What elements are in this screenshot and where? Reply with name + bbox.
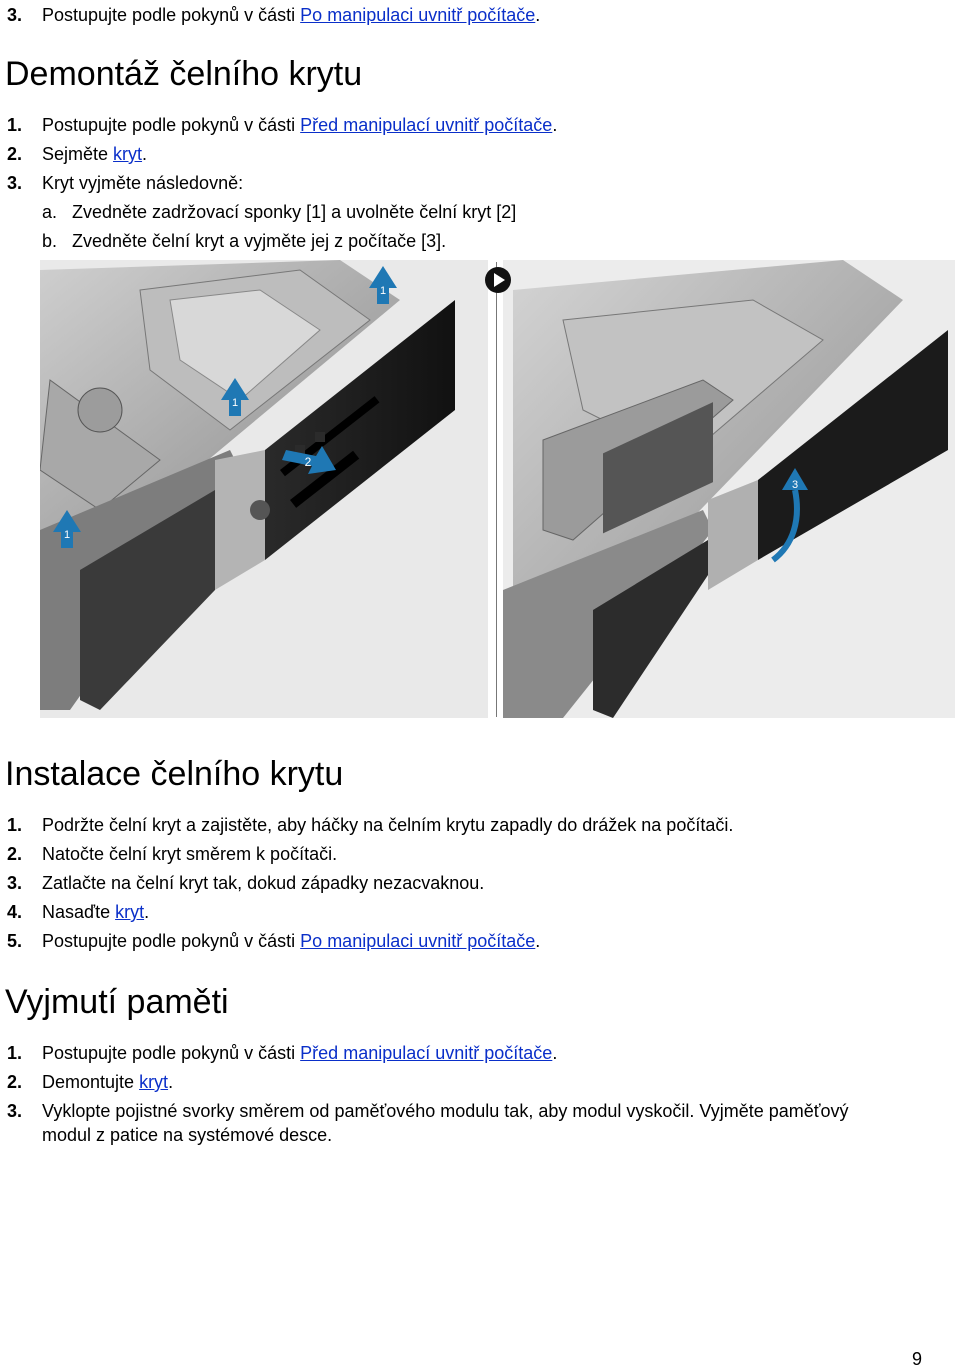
section3-step-1: 1. Postupujte podle pokynů v části Před m… bbox=[7, 1042, 557, 1064]
step-punct: . bbox=[535, 5, 541, 25]
step-number: 1. bbox=[7, 1043, 23, 1063]
callout-1-top: 1 bbox=[369, 266, 397, 304]
step-punct: . bbox=[144, 902, 150, 922]
section2-step-2: 2. Natočte čelní kryt směrem k počítači. bbox=[7, 843, 337, 865]
svg-text:1: 1 bbox=[64, 529, 70, 541]
figure-remove-bezel-right: 3 bbox=[503, 260, 955, 718]
step-number: 2. bbox=[7, 844, 23, 864]
top-step: 3. Postupujte podle pokynů v části Po man… bbox=[7, 4, 540, 26]
step-text: Natočte čelní kryt směrem k počítači. bbox=[42, 844, 338, 864]
step-text: Nasaďte bbox=[42, 902, 116, 922]
step-punct: . bbox=[142, 144, 148, 164]
section1-step-2: 2. Sejměte kryt. bbox=[7, 143, 147, 165]
substep-label: b. bbox=[42, 231, 58, 251]
callout-1-middle: 1 bbox=[221, 378, 249, 416]
bezel-badge-panel bbox=[215, 450, 265, 590]
section2-step-5: 5. Postupujte podle pokynů v části Po man… bbox=[7, 930, 540, 952]
front-bezel bbox=[758, 330, 948, 560]
step-text: Postupujte podle pokynů v části bbox=[42, 931, 301, 951]
svg-text:3: 3 bbox=[792, 479, 798, 491]
step-text: Postupujte podle pokynů v části bbox=[42, 1043, 301, 1063]
step-number: 2. bbox=[7, 144, 23, 164]
cover-link[interactable]: kryt bbox=[113, 144, 143, 164]
section-title-install-bezel: Instalace čelního krytu bbox=[5, 755, 344, 793]
step-punct: . bbox=[535, 931, 541, 951]
step-text: Podržte čelní kryt a zajistěte, aby háčk… bbox=[42, 815, 734, 835]
step-number: 4. bbox=[7, 902, 23, 922]
step-number: 2. bbox=[7, 1072, 23, 1092]
step-number: 3. bbox=[7, 873, 23, 893]
cover-link[interactable]: kryt bbox=[139, 1072, 169, 1092]
step-punct: . bbox=[168, 1072, 174, 1092]
grid-panel bbox=[603, 402, 713, 534]
svg-text:1: 1 bbox=[380, 285, 386, 297]
callout-2: 2 bbox=[282, 446, 336, 474]
svg-text:1: 1 bbox=[232, 397, 238, 409]
section1-step-3: 3. Kryt vyjměte následovně: bbox=[7, 172, 243, 194]
step-text: Zatlačte na čelní kryt tak, dokud západk… bbox=[42, 873, 485, 893]
bezel-badge-panel bbox=[708, 480, 758, 590]
before-handling-link[interactable]: Před manipulací uvnitř počítače bbox=[300, 115, 553, 135]
substep-text: Zvedněte zadržovací sponky [1] a uvolnět… bbox=[72, 202, 517, 222]
figure-divider bbox=[496, 262, 497, 717]
bezel-lower bbox=[593, 540, 718, 718]
step-number: 3. bbox=[7, 173, 23, 193]
page-number: 9 bbox=[911, 1349, 922, 1369]
callout-1-bottom: 1 bbox=[53, 510, 81, 548]
after-handling-link[interactable]: Po manipulaci uvnitř počítače bbox=[300, 5, 536, 25]
substep-text: Zvedněte čelní kryt a vyjměte jej z počí… bbox=[72, 231, 447, 251]
step-text: Vyklopte pojistné svorky směrem od paměť… bbox=[42, 1101, 849, 1121]
section-title-remove-bezel: Demontáž čelního krytu bbox=[5, 55, 363, 93]
step-punct: . bbox=[552, 1043, 558, 1063]
step-text: Kryt vyjměte následovně: bbox=[42, 173, 244, 193]
step-text: Postupujte podle pokynů v části bbox=[42, 5, 301, 25]
next-step-icon bbox=[484, 266, 512, 294]
section-title-remove-memory: Vyjmutí paměti bbox=[5, 983, 229, 1021]
step-number: 3. bbox=[7, 1101, 23, 1121]
section3-step-3-continued: modul z patice na systémové desce. bbox=[42, 1125, 333, 1145]
computer-illustration-left: 1 1 1 2 bbox=[40, 260, 488, 718]
callout-3: 3 bbox=[771, 468, 808, 563]
before-handling-link[interactable]: Před manipulací uvnitř počítače bbox=[300, 1043, 553, 1063]
after-handling-link[interactable]: Po manipulaci uvnitř počítače bbox=[300, 931, 536, 951]
computer-illustration-right: 3 bbox=[503, 260, 955, 718]
figure-remove-bezel-left: 1 1 1 2 bbox=[40, 260, 488, 718]
section2-step-4: 4. Nasaďte kryt. bbox=[7, 901, 149, 923]
section3-step-2: 2. Demontujte kryt. bbox=[7, 1071, 173, 1093]
bezel-lower bbox=[80, 490, 215, 710]
step-number: 1. bbox=[7, 115, 23, 135]
section3-step-3: 3. Vyklopte pojistné svorky směrem od pam… bbox=[7, 1100, 849, 1122]
cover-link[interactable]: kryt bbox=[115, 902, 145, 922]
section1-step-1: 1. Postupujte podle pokynů v části Před m… bbox=[7, 114, 557, 136]
substep-label: a. bbox=[42, 202, 58, 222]
step-number: 3. bbox=[7, 5, 23, 25]
section1-substep-a: a. Zvedněte zadržovací sponky [1] a uvoln… bbox=[42, 201, 516, 223]
step-text: Sejměte bbox=[42, 144, 114, 164]
step-number: 5. bbox=[7, 931, 23, 951]
step-number: 1. bbox=[7, 815, 23, 835]
svg-text:2: 2 bbox=[305, 455, 312, 469]
step-text: Postupujte podle pokynů v části bbox=[42, 115, 301, 135]
section1-substep-b: b. Zvedněte čelní kryt a vyjměte jej z po… bbox=[42, 230, 446, 252]
step-punct: . bbox=[552, 115, 558, 135]
step-text: Demontujte bbox=[42, 1072, 140, 1092]
section2-step-1: 1. Podržte čelní kryt a zajistěte, aby há… bbox=[7, 814, 733, 836]
section2-step-3: 3. Zatlačte na čelní kryt tak, dokud zápa… bbox=[7, 872, 484, 894]
